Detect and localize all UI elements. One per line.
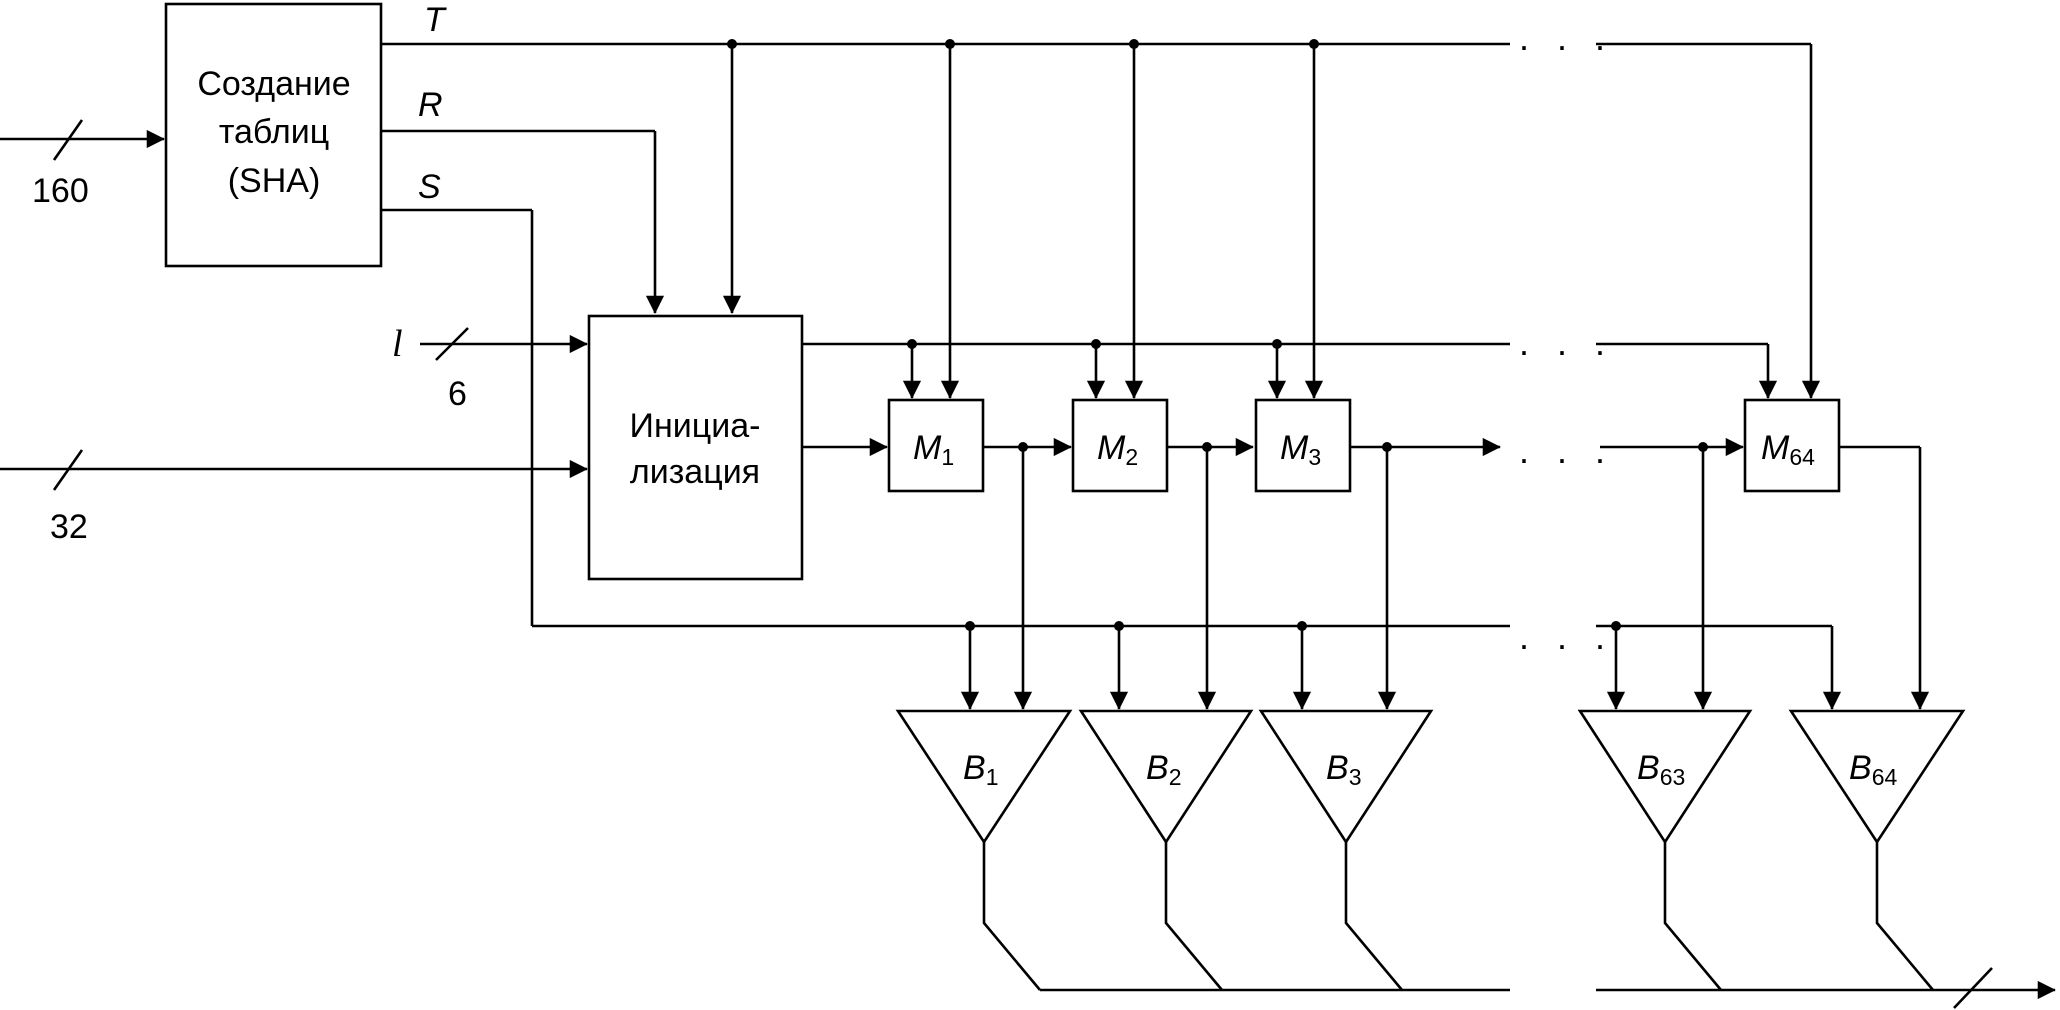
state-chain-ellipsis: · · · (1518, 438, 1614, 479)
sha-block-label-2: таблиц (219, 113, 329, 151)
b-block-1: B1 (895, 709, 1073, 845)
b-block-3-label: B (1326, 749, 1349, 787)
svg-text:B3: B3 (1326, 749, 1361, 790)
svg-text:B63: B63 (1637, 749, 1685, 790)
s-bus-ellipsis: · · · (1518, 624, 1614, 665)
b-block-64: B64 (1788, 709, 1966, 845)
b-block-1-label: B (963, 749, 986, 787)
svg-text:B64: B64 (1849, 749, 1897, 790)
b-block-63: B63 (1577, 709, 1753, 845)
b-block-2-label: B (1146, 749, 1169, 787)
init-block-label-1: Инициа- (630, 407, 761, 445)
m-block-2-label: M (1097, 429, 1126, 467)
initialization-block (587, 314, 804, 581)
b-block-63-sub: 63 (1660, 764, 1686, 790)
b-block-3-sub: 3 (1349, 764, 1362, 790)
svg-text:M3: M3 (1280, 429, 1321, 470)
input-32-wire (0, 449, 588, 491)
init-key-bus (802, 339, 1778, 399)
m-block-64-sub: 64 (1789, 444, 1815, 470)
sha-block-label-3: (SHA) (228, 162, 321, 200)
b-block-2-sub: 2 (1169, 764, 1182, 790)
svg-text:M2: M2 (1097, 429, 1138, 470)
m-block-1: M1 (887, 398, 985, 493)
sha-block-label-1: Создание (197, 65, 350, 103)
b-block-3: B3 (1258, 709, 1434, 845)
input-l-wire (420, 327, 588, 361)
m-block-2: M2 (1071, 398, 1169, 493)
b-block-1-sub: 1 (986, 764, 999, 790)
m-block-1-sub: 1 (941, 444, 954, 470)
signal-s-label: S (418, 168, 441, 206)
m-block-64-label: M (1761, 429, 1790, 467)
signal-r-label: R (418, 86, 443, 124)
bus-width-32: 32 (50, 508, 88, 546)
b-block-64-sub: 64 (1872, 764, 1898, 790)
key-bus-ellipsis: · · · (1518, 330, 1614, 371)
t-bus-ellipsis: · · · (1518, 25, 1614, 66)
t-bus (381, 39, 1821, 399)
b-block-64-label: B (1849, 749, 1872, 787)
m-block-64: M64 (1743, 398, 1841, 493)
signal-t-label: T (424, 1, 447, 39)
m-block-1-label: M (913, 429, 942, 467)
input-160-wire (0, 119, 165, 161)
m-block-3-sub: 3 (1308, 444, 1321, 470)
signal-l-label: l (392, 323, 403, 365)
m-to-b-taps (1013, 445, 1930, 710)
svg-text:B2: B2 (1146, 749, 1181, 790)
sha-table-block (164, 2, 383, 268)
svg-text:M1: M1 (913, 429, 954, 470)
b-block-2: B2 (1078, 709, 1254, 845)
m-block-3-label: M (1280, 429, 1309, 467)
b-block-63-label: B (1637, 749, 1660, 787)
output-bus (982, 842, 2056, 1009)
m-block-3: M3 (1254, 398, 1352, 493)
bus-width-6: 6 (448, 375, 467, 413)
init-block-label-2: лизация (630, 453, 760, 491)
r-wire (381, 129, 665, 314)
svg-text:B1: B1 (963, 749, 998, 790)
svg-text:M64: M64 (1761, 429, 1815, 470)
bus-width-160: 160 (32, 172, 89, 210)
s-bus (381, 208, 1842, 710)
m-block-2-sub: 2 (1125, 444, 1138, 470)
